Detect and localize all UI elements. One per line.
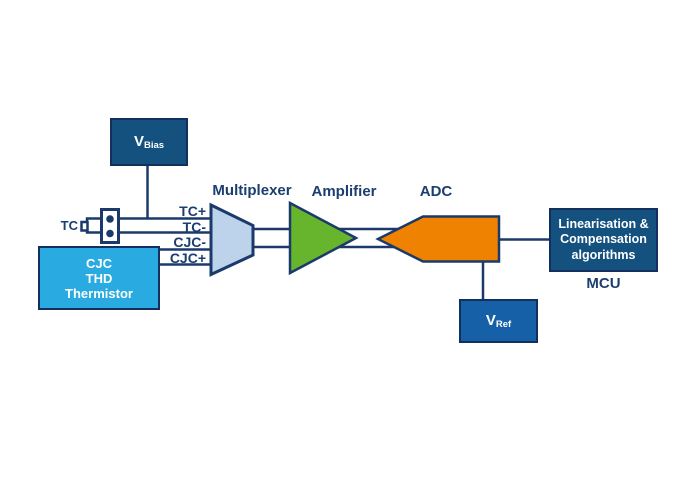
mcu-algorithms-block: Linearisation & Compensation algorithms (549, 208, 658, 272)
vbias-block: VBias (110, 118, 188, 166)
cjc-plus-wire-label: CJC+ (169, 250, 206, 266)
mcu-box-line3: algorithms (571, 247, 636, 262)
multiplexer-label: Multiplexer (212, 182, 292, 199)
vref-block-label: VRef (485, 312, 512, 330)
tc-minus-wire-label: TC- (182, 219, 206, 235)
multiplexer-shape (209, 202, 255, 277)
tc-plus-wire-label: TC+ (179, 203, 206, 219)
cjc-line1: CJC (85, 255, 112, 271)
adc-shape (375, 215, 501, 263)
tc-label: TC (60, 218, 78, 233)
cjc-line3: Thermistor (65, 285, 133, 301)
tc-connector-pin-bottom-icon (106, 229, 114, 238)
tc-connector-pin-top-icon (106, 215, 114, 223)
cjc-minus-wire-label: CJC- (173, 234, 206, 250)
vbias-block-label: VBias (133, 133, 165, 151)
adc-label: ADC (419, 183, 453, 200)
mcu-box-line2: Compensation (560, 232, 647, 247)
cjc-thermistor-block: CJC THD Thermistor (38, 246, 160, 310)
tc-connector-body (100, 208, 120, 244)
mcu-label: MCU (586, 275, 621, 292)
cjc-line2: THD (85, 270, 113, 286)
vref-block: VRef (459, 299, 538, 343)
tc-plug-tab-icon (80, 220, 89, 232)
mcu-box-line1: Linearisation & (558, 216, 649, 231)
amplifier-shape (288, 200, 359, 276)
amplifier-label: Amplifier (311, 183, 377, 200)
